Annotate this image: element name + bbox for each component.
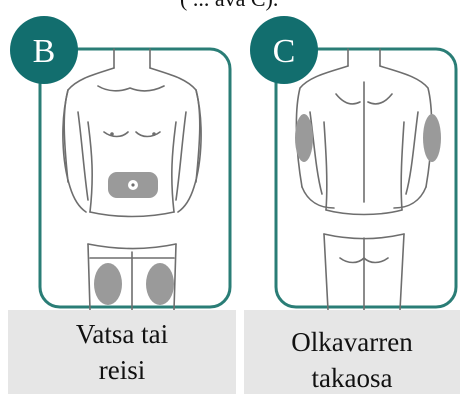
caption-b-line-2: reisi	[8, 352, 236, 388]
badge-c-letter: C	[273, 33, 296, 70]
caption-box-b: Vatsa tai reisi	[8, 310, 236, 394]
back-body-figure-icon: C	[244, 12, 460, 310]
right-upper-arm-injection-area	[423, 114, 441, 162]
badge-b-letter: B	[33, 33, 56, 70]
left-upper-arm-injection-area	[295, 114, 313, 162]
caption-c-line-1: Olkavarren	[244, 324, 460, 360]
caption-c-line-2: takaosa	[244, 360, 460, 396]
panel-c-frame	[276, 49, 456, 307]
right-thigh-injection-area	[146, 263, 174, 305]
caption-b-line-1: Vatsa tai	[8, 316, 236, 352]
panel-b-front-view: B	[8, 12, 236, 310]
panel-c-back-view: C	[244, 12, 460, 310]
left-thigh-injection-area	[94, 263, 122, 305]
front-body-figure-icon: B	[8, 12, 236, 310]
top-text-fragment: ( ... ava C).	[180, 0, 400, 12]
caption-box-c: Olkavarren takaosa	[244, 310, 460, 394]
